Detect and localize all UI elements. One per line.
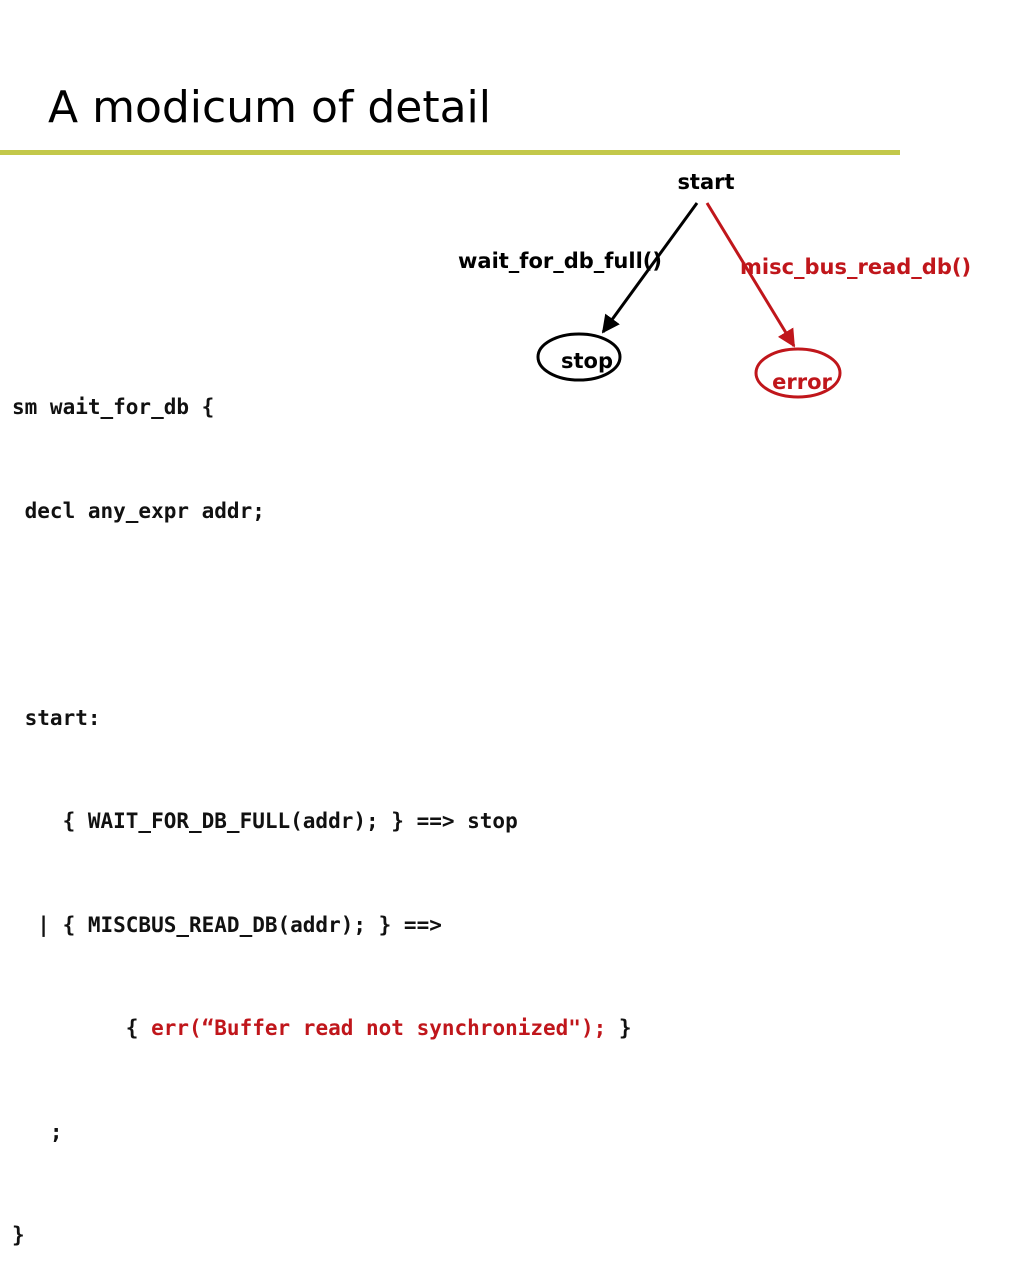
code-line-9: } [12,1223,25,1247]
code-line-1: sm wait_for_db { [12,395,215,419]
slide-title: A modicum of detail [48,82,492,133]
state-diagram: start wait_for_db_full() misc_bus_read_d… [458,170,971,399]
code-line-7-suffix: } [606,1016,632,1040]
code-line-6: | { MISCBUS_READ_DB(addr); } ==> [12,912,442,937]
title-rule [0,150,900,155]
start-node-label: start [677,170,734,194]
stop-node [536,332,622,382]
wait-for-db-full-edge-label: wait_for_db_full() [458,249,662,273]
error-node [754,347,842,399]
code-block: sm wait_for_db { decl any_expr addr; sta… [12,321,632,1287]
code-line-2: decl any_expr addr; [12,498,265,523]
code-line-5: { WAIT_FOR_DB_FULL(addr); } ==> stop [12,809,518,833]
misc-bus-read-db-edge [705,202,796,348]
error-node-label: error [772,370,832,394]
code-line-3 [12,597,632,632]
code-line-4: start: [12,705,101,730]
code-line-7-prefix: { [12,1016,152,1040]
code-line-8: ; [12,1119,63,1144]
misc-bus-read-db-edge-label: misc_bus_read_db() [740,255,971,279]
wait-for-db-full-edge [601,202,699,334]
code-line-7: { err(“Buffer read not synchronized"); } [12,1011,632,1046]
stop-node-label: stop [561,349,613,373]
code-line-7-error-call: err(“Buffer read not synchronized"); [151,1016,607,1040]
